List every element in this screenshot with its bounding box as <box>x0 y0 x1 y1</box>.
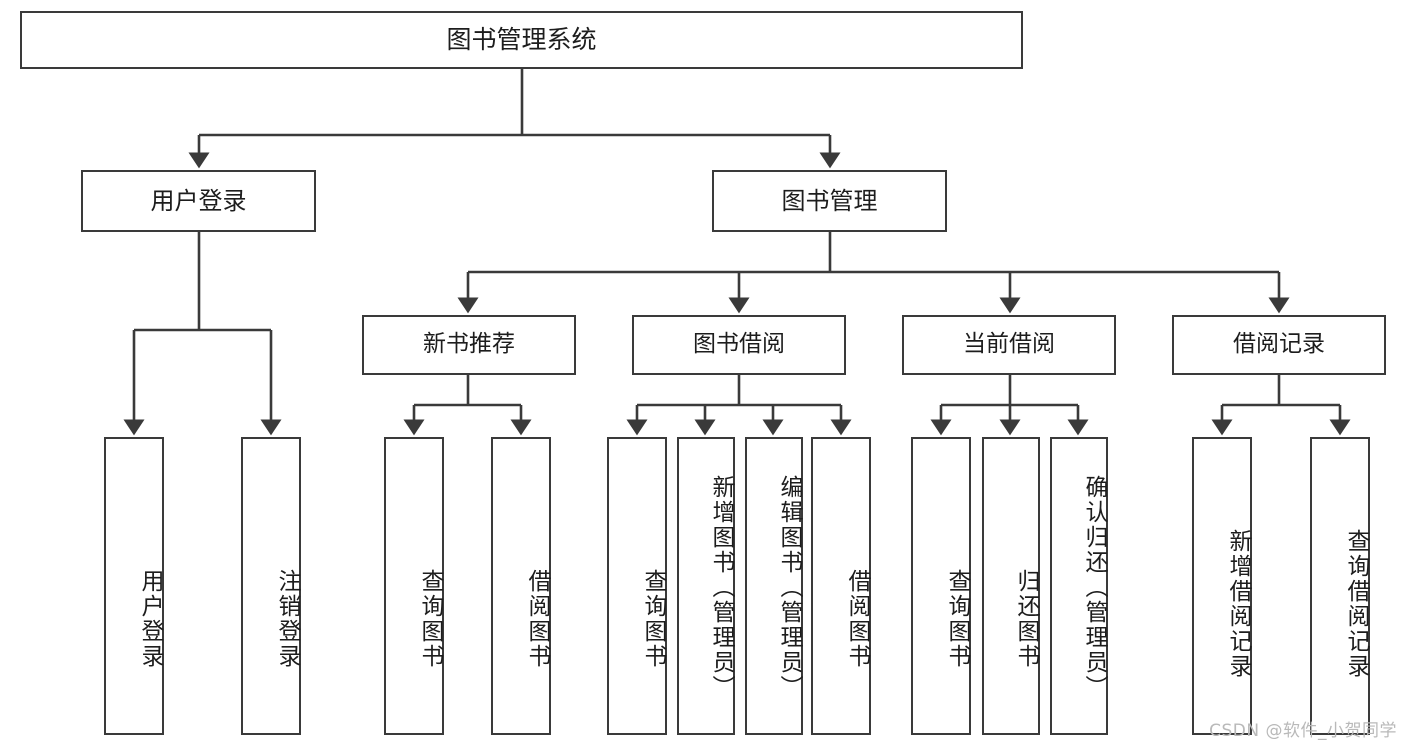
node-label: 确认归还（管理员） <box>1081 474 1107 700</box>
node-label: 用户登录 <box>137 569 163 669</box>
node-leaf-add-book[interactable]: 新增图书（管理员） <box>677 437 735 735</box>
node-label: 编辑图书（管理员） <box>776 474 802 700</box>
node-current-borrow[interactable]: 当前借阅 <box>902 315 1116 375</box>
node-label: 用户登录 <box>150 186 247 215</box>
node-label: 图书管理系统 <box>446 25 597 54</box>
node-leaf-return-book[interactable]: 归还图书 <box>982 437 1040 735</box>
node-label: 图书借阅 <box>693 331 785 358</box>
node-book-borrow[interactable]: 图书借阅 <box>632 315 846 375</box>
node-leaf-query-book-1[interactable]: 查询图书 <box>384 437 444 735</box>
node-label: 注销登录 <box>274 569 300 669</box>
node-label: 新增图书（管理员） <box>708 474 734 700</box>
node-label: 借阅记录 <box>1233 331 1325 358</box>
node-leaf-borrow-book-2[interactable]: 借阅图书 <box>811 437 871 735</box>
node-label: 当前借阅 <box>963 331 1055 358</box>
node-label: 查询借阅记录 <box>1343 529 1369 679</box>
node-label: 查询图书 <box>417 569 443 669</box>
node-user-login[interactable]: 用户登录 <box>81 170 316 232</box>
node-leaf-query-record[interactable]: 查询借阅记录 <box>1310 437 1370 735</box>
node-label: 归还图书 <box>1013 569 1039 669</box>
node-borrow-record[interactable]: 借阅记录 <box>1172 315 1386 375</box>
node-label: 图书管理 <box>781 186 878 215</box>
node-leaf-edit-book[interactable]: 编辑图书（管理员） <box>745 437 803 735</box>
node-label: 新书推荐 <box>423 331 515 358</box>
node-leaf-query-book-3[interactable]: 查询图书 <box>911 437 971 735</box>
node-leaf-logout-login[interactable]: 注销登录 <box>241 437 301 735</box>
node-leaf-add-record[interactable]: 新增借阅记录 <box>1192 437 1252 735</box>
csdn-watermark: CSDN @软件_小贺同学 <box>1209 721 1397 741</box>
node-leaf-confirm-return[interactable]: 确认归还（管理员） <box>1050 437 1108 735</box>
node-label: 查询图书 <box>640 569 666 669</box>
node-leaf-user-login[interactable]: 用户登录 <box>104 437 164 735</box>
node-label: 借阅图书 <box>844 569 870 669</box>
node-book-manage[interactable]: 图书管理 <box>712 170 947 232</box>
node-leaf-borrow-book-1[interactable]: 借阅图书 <box>491 437 551 735</box>
node-new-book-recommend[interactable]: 新书推荐 <box>362 315 576 375</box>
node-root-system[interactable]: 图书管理系统 <box>20 11 1023 69</box>
node-label: 新增借阅记录 <box>1225 529 1251 679</box>
node-label: 查询图书 <box>944 569 970 669</box>
node-label: 借阅图书 <box>524 569 550 669</box>
node-leaf-query-book-2[interactable]: 查询图书 <box>607 437 667 735</box>
